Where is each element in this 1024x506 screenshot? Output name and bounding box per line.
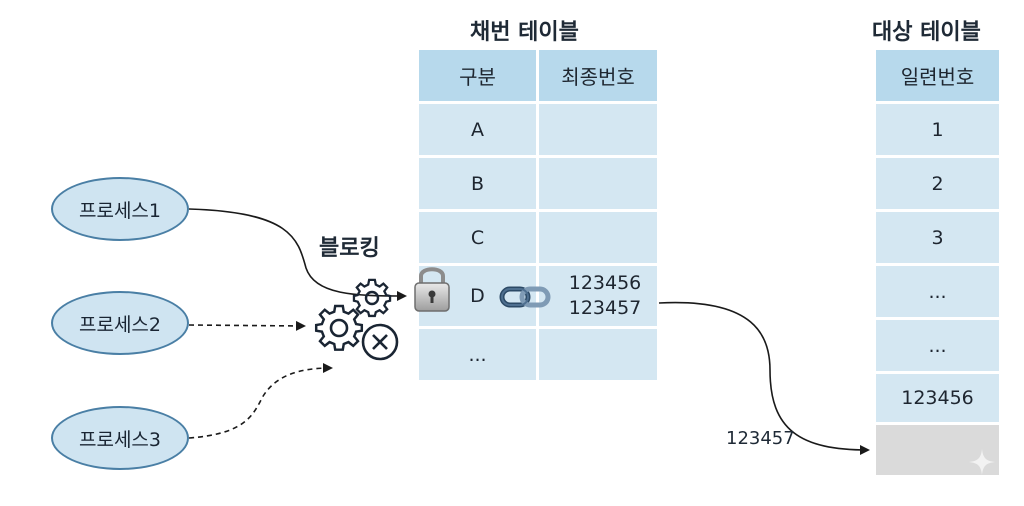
arrow-value-label: 123457 — [726, 428, 795, 449]
row-last-number — [539, 212, 657, 263]
gear-icon — [352, 278, 392, 318]
row-category: C — [419, 212, 536, 263]
sparkle-icon — [969, 449, 995, 475]
row-category: B — [419, 158, 536, 209]
row-last-number — [539, 158, 657, 209]
row-last-number: 123456 123457 — [539, 266, 657, 326]
serial-row: 123456 — [876, 374, 999, 422]
row-last-number — [539, 329, 657, 380]
row-category: A — [419, 104, 536, 155]
insert-arrow — [658, 301, 870, 455]
lock-icon — [414, 267, 450, 312]
process3-arrow — [188, 363, 333, 439]
row-category: D — [419, 266, 536, 326]
row-category: ... — [419, 329, 536, 380]
serial-row: 1 — [876, 104, 999, 155]
process-3: 프로세스3 — [51, 406, 189, 470]
serial-row: ... — [876, 266, 999, 317]
header-serial-number: 일련번호 — [876, 50, 999, 101]
target-table-title: 대상 테이블 — [872, 20, 981, 45]
serial-row-empty — [876, 425, 999, 475]
header-category: 구분 — [419, 50, 536, 101]
chain-link-icon — [499, 286, 551, 308]
serial-row: ... — [876, 320, 999, 371]
blocking-label: 블로킹 — [319, 236, 380, 261]
row-last-number — [539, 104, 657, 155]
serial-row: 3 — [876, 212, 999, 263]
numbering-table-title: 채번 테이블 — [470, 20, 579, 45]
process2-arrow — [188, 320, 306, 331]
process-1: 프로세스1 — [51, 177, 189, 241]
process-2: 프로세스2 — [51, 291, 189, 355]
serial-row: 2 — [876, 158, 999, 209]
header-last-number: 최종번호 — [539, 50, 657, 101]
gear-blocked-icon — [314, 304, 399, 361]
